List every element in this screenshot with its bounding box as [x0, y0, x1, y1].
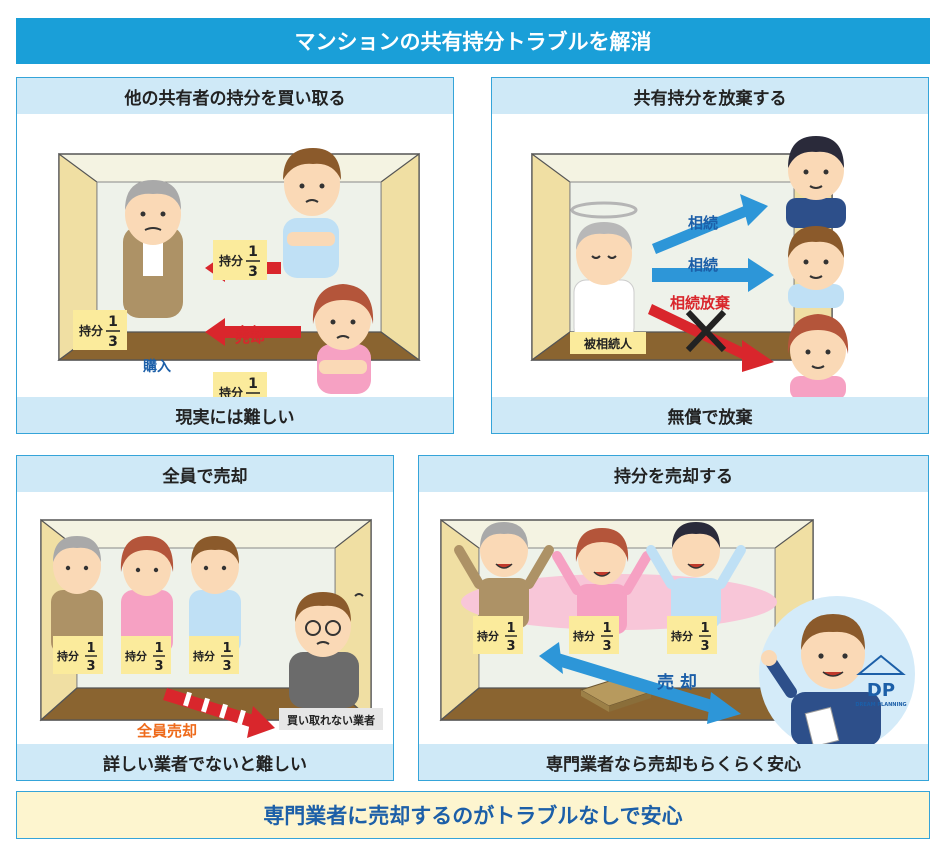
- sell-label-1: 売却: [235, 324, 265, 342]
- logo-sub: DREAM PLANNING: [855, 702, 906, 708]
- panel-heading: 他の共有者の持分を買い取る: [17, 78, 453, 114]
- decedent-person: [570, 201, 638, 341]
- heir-woman: [787, 314, 849, 399]
- share-tag-1: 持分 1 3: [53, 636, 103, 674]
- panel-illustration: 被相続人 相続 相続 相続放棄: [492, 114, 928, 399]
- seller-man: [283, 148, 341, 278]
- fraction-denominator: 3: [154, 659, 163, 674]
- share-label: 持分: [57, 649, 79, 663]
- panel-abandon-shares: 共有持分を放棄する 被相続人: [491, 77, 929, 434]
- logo-main: DP: [867, 680, 895, 701]
- sell-label-2: 売却: [235, 328, 265, 346]
- share-tag-2: 持分 1 3: [569, 616, 619, 654]
- heir-man: [788, 226, 844, 308]
- panel-share-sell: 持分を売却する: [418, 455, 929, 781]
- share-tag-buyer: 持分 1 3: [73, 310, 127, 350]
- panel-footer: 詳しい業者でないと難しい: [17, 744, 393, 780]
- cheering-old-man: [454, 522, 554, 628]
- sell-label: 売 却: [657, 672, 697, 693]
- renounce-label: 相続放棄: [670, 294, 731, 312]
- dream-planning-logo: DP DREAM PLANNING: [855, 654, 907, 708]
- dealer-label: 買い取れない業者: [287, 713, 375, 727]
- share-label: 持分: [573, 629, 595, 643]
- all-sell-arrow: [163, 688, 275, 738]
- panel-heading: 持分を売却する: [419, 456, 928, 492]
- fraction-numerator: 1: [700, 621, 709, 636]
- sell-arrow-2: [205, 318, 301, 346]
- inherit-label-1: 相続: [688, 214, 718, 232]
- fraction-denominator: 3: [86, 659, 95, 674]
- fraction-denominator: 3: [700, 639, 709, 654]
- fraction-numerator: 1: [108, 314, 118, 330]
- fraction-denominator: 3: [222, 659, 231, 674]
- share-tag-1: 持分 1 3: [473, 616, 523, 654]
- share-label: 持分: [219, 385, 243, 399]
- fraction-denominator: 3: [108, 334, 118, 350]
- share-tag-2: 持分 1 3: [121, 636, 171, 674]
- panel-buy-shares: 他の共有者の持分を買い取る: [16, 77, 454, 434]
- panel-all-sell: 全員で売却: [16, 455, 394, 781]
- seller-woman: [312, 284, 374, 394]
- sell-double-arrow: [539, 642, 741, 724]
- share-tag-3: 持分 1 3: [189, 636, 239, 674]
- fraction-numerator: 1: [248, 244, 258, 260]
- cross-mark-icon: [685, 309, 727, 353]
- fraction-denominator: 3: [506, 639, 515, 654]
- panel-footer: 無償で放棄: [492, 397, 928, 433]
- panel-heading: 全員で売却: [17, 456, 393, 492]
- inherit-label-2: 相続: [688, 256, 718, 274]
- page-title: マンションの共有持分トラブルを解消: [16, 18, 930, 64]
- fraction-numerator: 1: [602, 621, 611, 636]
- decedent-tag: [570, 332, 646, 354]
- conclusion-banner: 専門業者に売却するのがトラブルなしで安心: [16, 791, 930, 839]
- fraction-numerator: 1: [506, 621, 515, 636]
- fraction-numerator: 1: [222, 641, 231, 656]
- share-label: 持分: [193, 649, 215, 663]
- share-label: 持分: [477, 629, 499, 643]
- share-label: 持分: [79, 323, 103, 338]
- share-label: 持分: [125, 649, 147, 663]
- buyer-person: [123, 180, 183, 318]
- purchase-label: 購入: [142, 358, 171, 375]
- panel-illustration: 持分 1 3 持分 1 3 持分 1 売却 売却 購入: [17, 114, 453, 399]
- fraction-denominator: 3: [602, 639, 611, 654]
- heir-man-suit: [786, 136, 846, 228]
- inherit-arrow-1: [652, 194, 768, 254]
- fraction-denominator: 3: [248, 264, 258, 280]
- panel-illustration: 持分 1 3 持分 1 3 持分 1 3: [17, 492, 393, 744]
- fraction-numerator: 1: [86, 641, 95, 656]
- panel-footer: 専門業者なら売却もらくらく安心: [419, 744, 928, 780]
- share-tag-3: 持分 1 3: [667, 616, 717, 654]
- share-label: 持分: [219, 253, 243, 268]
- share-tag-man: 持分 1 3: [213, 240, 267, 280]
- fraction-numerator: 1: [248, 376, 258, 392]
- inherit-arrow-2: [652, 258, 774, 292]
- fraction-numerator: 1: [154, 641, 163, 656]
- panel-illustration: 持分 1 3 持分 1 3 持分 1 3: [419, 492, 928, 746]
- decedent-label: 被相続人: [584, 336, 633, 351]
- dealer-person: [289, 592, 364, 708]
- panel-footer: 現実には難しい: [17, 397, 453, 433]
- cheering-man: [646, 522, 746, 628]
- dealer-tag: [279, 708, 383, 730]
- expert-agent: [759, 596, 915, 746]
- panel-heading: 共有持分を放棄する: [492, 78, 928, 114]
- share-tag-woman: 持分 1: [213, 372, 267, 399]
- share-label: 持分: [671, 629, 693, 643]
- all-sell-label: 全員売却: [136, 722, 197, 740]
